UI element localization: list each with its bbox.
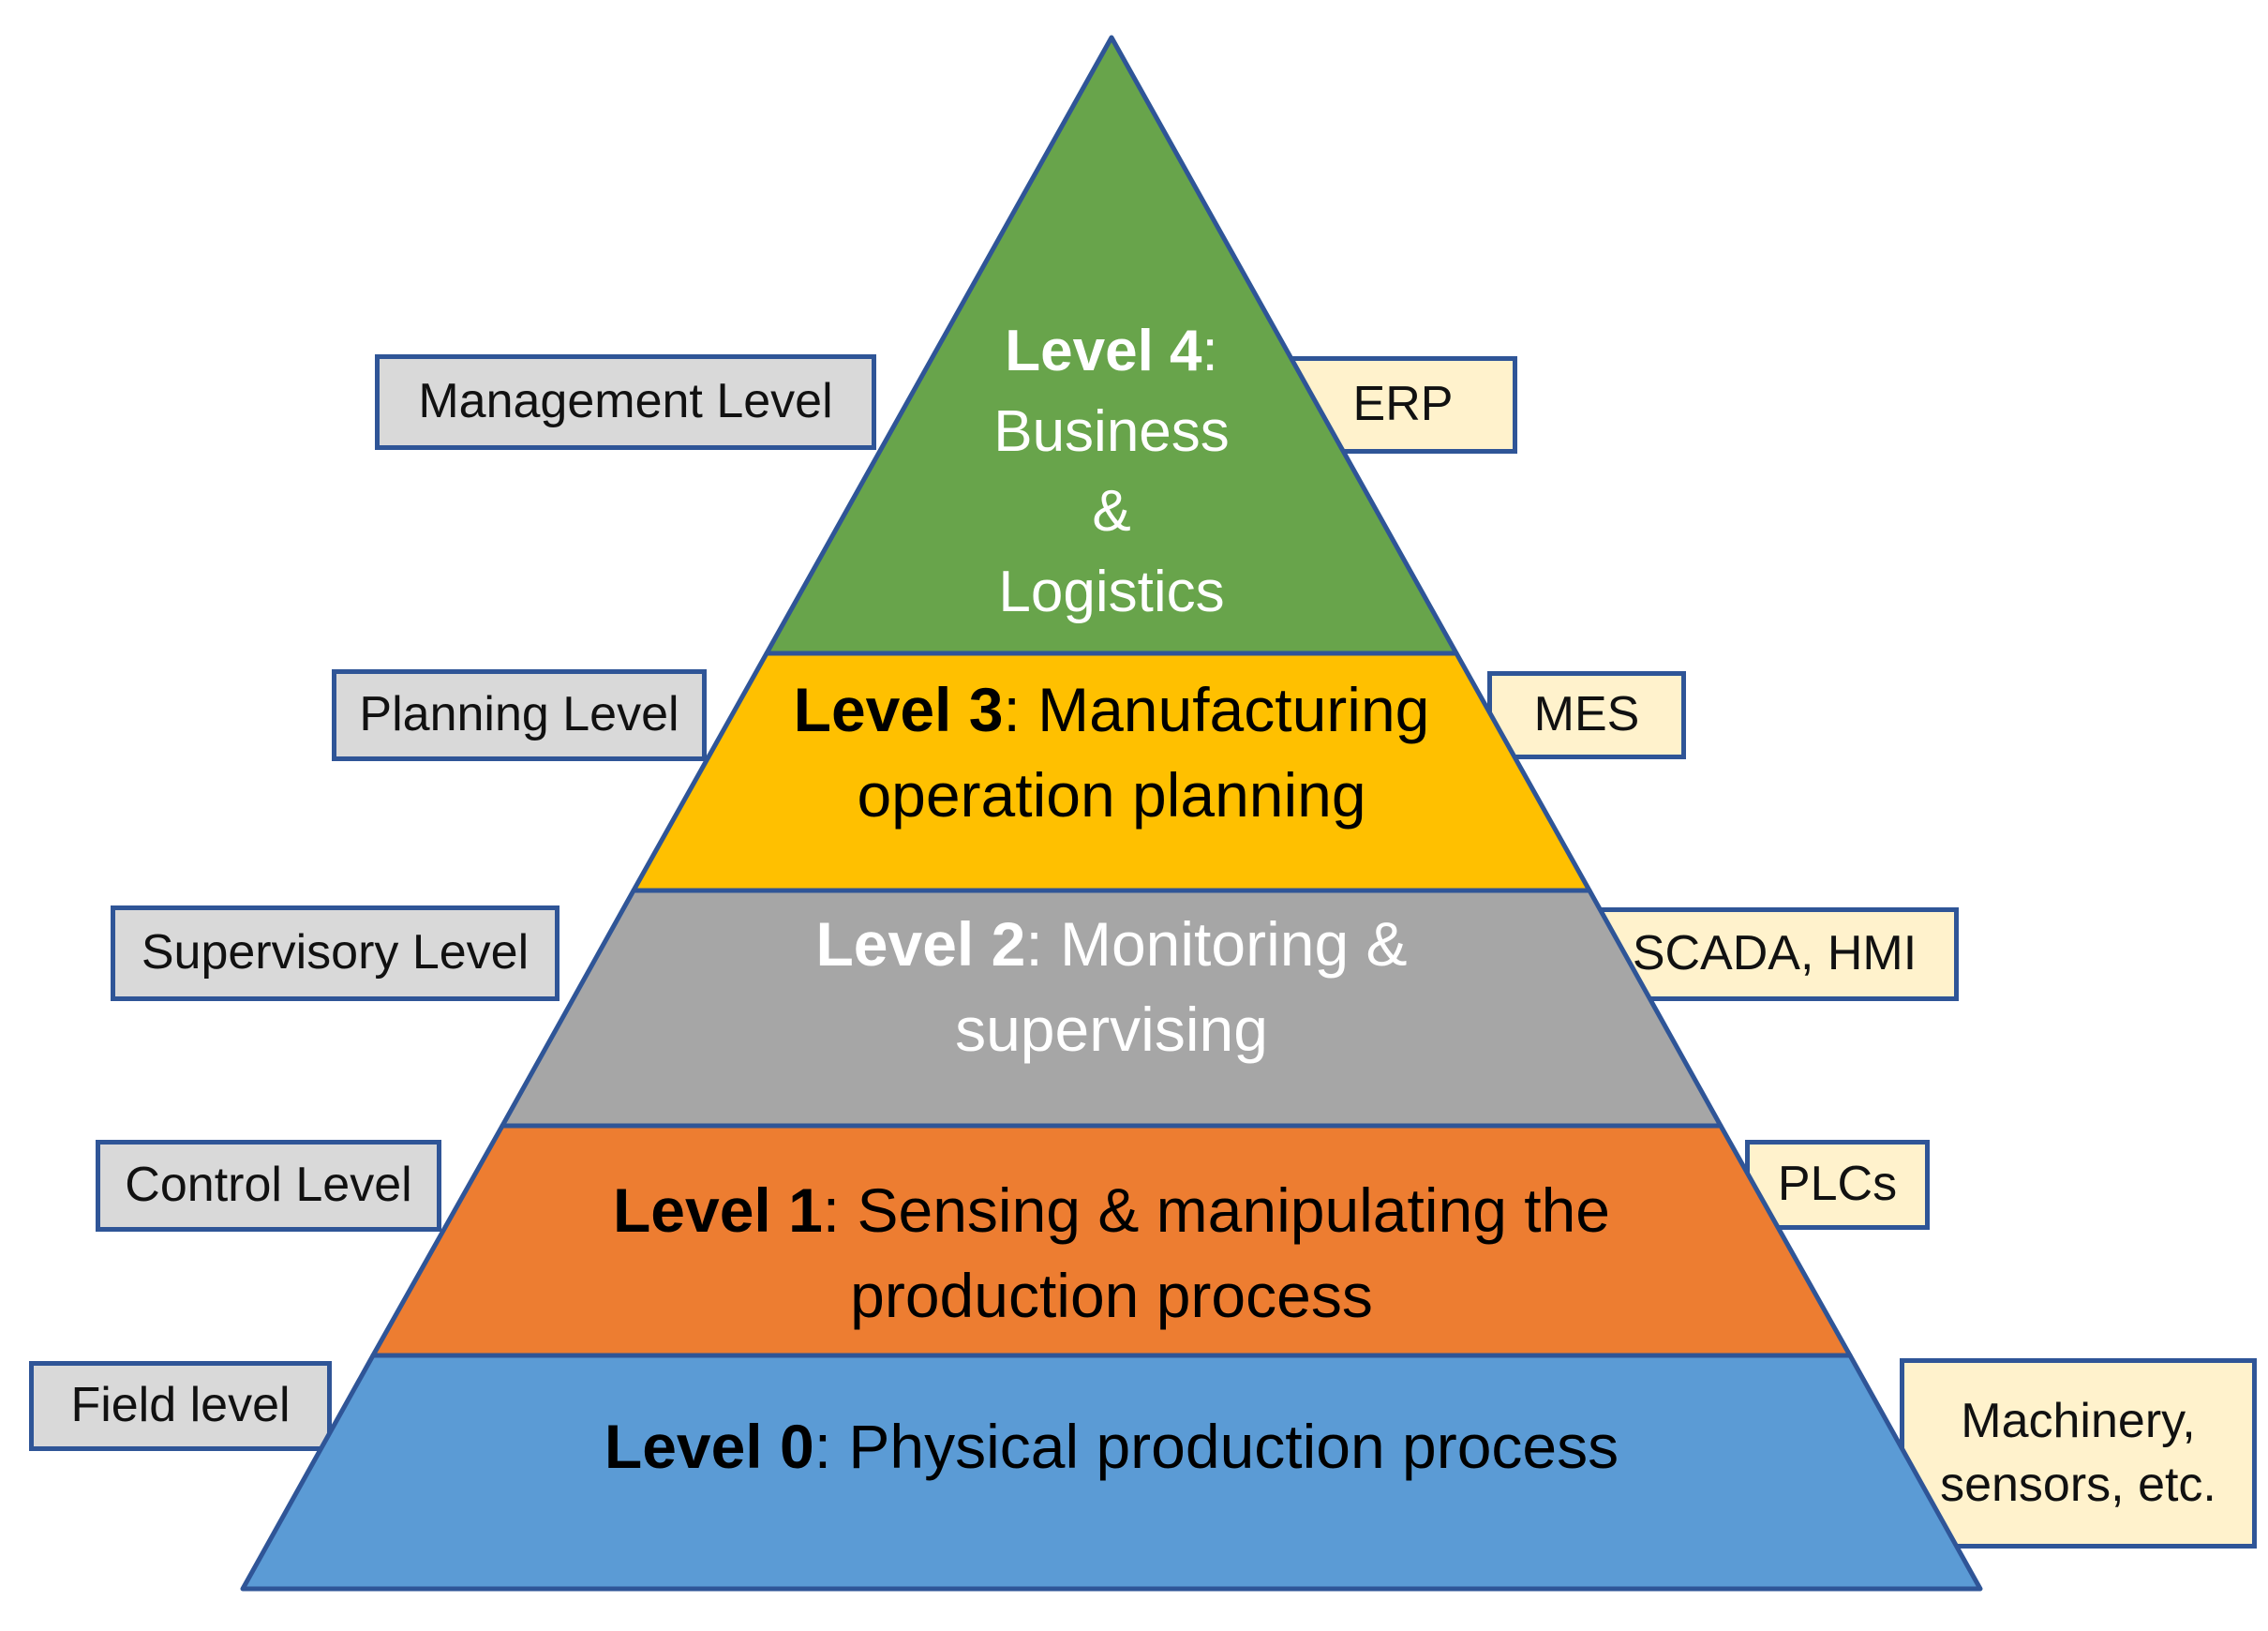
left-label-management-level-text: Management Level bbox=[418, 374, 833, 429]
level-3-title: Level 3: Manufacturing bbox=[793, 675, 1430, 744]
left-label-supervisory-level: Supervisory Level bbox=[111, 905, 560, 1001]
level-1-title: Level 1: Sensing & manipulating the bbox=[612, 1175, 1611, 1245]
right-label-plcs: PLCs bbox=[1745, 1140, 1930, 1230]
level-2-line-2: supervising bbox=[955, 995, 1268, 1065]
right-label-scada-hmi-text: SCADA, HMI bbox=[1632, 926, 1917, 981]
right-label-machinery-line1: Machinery, bbox=[1961, 1393, 2196, 1448]
level-3-line-2: operation planning bbox=[857, 760, 1366, 830]
level-4-text: Level 4: Business & Logistics bbox=[993, 311, 1230, 632]
level-4-title: Level 4: bbox=[1005, 319, 1218, 383]
right-label-machinery-line2: sensors, etc. bbox=[1940, 1457, 2216, 1512]
right-label-erp-text: ERP bbox=[1352, 377, 1454, 432]
right-label-mes: MES bbox=[1487, 671, 1686, 759]
left-label-planning-level-text: Planning Level bbox=[359, 687, 679, 742]
right-label-mes-text: MES bbox=[1533, 687, 1640, 742]
level-4-line-4: Logistics bbox=[998, 559, 1225, 624]
left-label-control-level-text: Control Level bbox=[125, 1158, 412, 1213]
level-4-line-3: & bbox=[1092, 479, 1131, 545]
level-4-line-2: Business bbox=[993, 398, 1230, 464]
level-1-line-2: production process bbox=[850, 1261, 1373, 1331]
left-label-supervisory-level-text: Supervisory Level bbox=[141, 925, 530, 980]
left-label-planning-level: Planning Level bbox=[332, 669, 707, 761]
level-0-title: Level 0: Physical production process bbox=[604, 1412, 1619, 1481]
level-2-text: Level 2: Monitoring & supervising bbox=[815, 902, 1407, 1072]
level-2-title: Level 2: Monitoring & bbox=[815, 909, 1408, 979]
right-label-scada-hmi: SCADA, HMI bbox=[1590, 907, 1959, 1001]
level-1-text: Level 1: Sensing & manipulating the prod… bbox=[613, 1168, 1610, 1339]
left-label-management-level: Management Level bbox=[375, 354, 876, 450]
level-3-text: Level 3: Manufacturing operation plannin… bbox=[794, 667, 1430, 838]
left-label-field-level-text: Field level bbox=[70, 1378, 291, 1433]
left-label-control-level: Control Level bbox=[96, 1140, 441, 1232]
pyramid-segment-level-4 bbox=[764, 35, 1459, 656]
level-0-text: Level 0: Physical production process bbox=[604, 1404, 1619, 1489]
right-label-plcs-text: PLCs bbox=[1777, 1157, 1898, 1212]
left-label-field-level: Field level bbox=[29, 1361, 332, 1451]
